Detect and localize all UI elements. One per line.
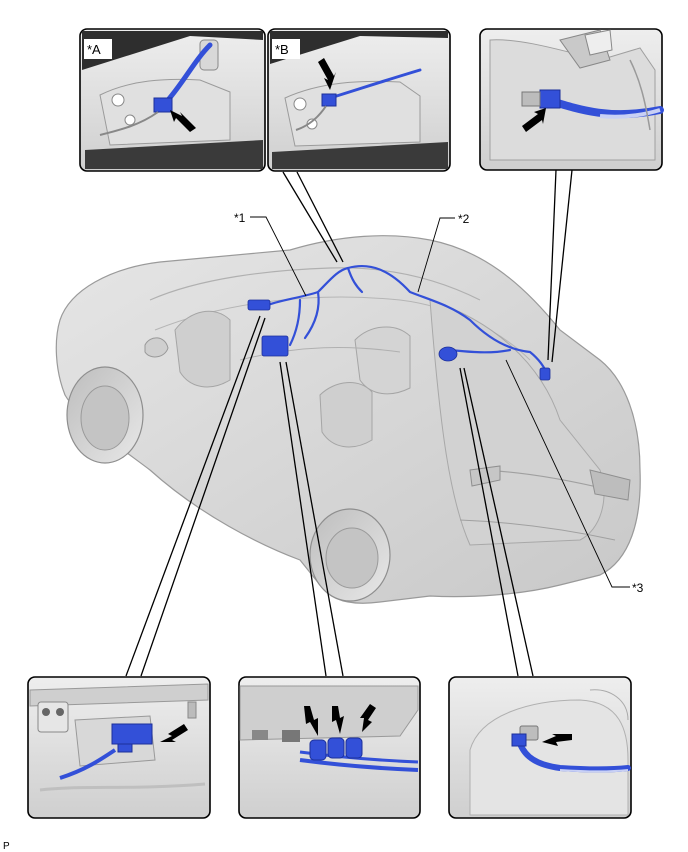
inset-a: *A [79,28,266,172]
callout-2: *2 [458,212,470,226]
pointer-arrow [318,58,336,90]
pointer-arrow [332,706,344,734]
leader-lines [125,169,573,677]
callout-3: *3 [632,581,644,595]
inset-ground-point [448,676,632,819]
pointer-arrow [170,110,196,132]
inset-b-tag: *B [275,42,289,57]
callout-leaders [250,216,630,588]
inset-rear-connector [479,28,664,171]
inset-dash-connector [27,676,211,819]
pointer-arrow [160,724,188,742]
inset-triple-connector [238,676,421,819]
pointer-arrow [542,734,572,746]
corner-mark: P [3,841,10,852]
pointer-arrow [522,108,546,132]
inset-b: *B [267,28,451,172]
inset-a-tag: *A [87,42,101,57]
pointer-arrow [360,704,376,732]
callout-1: *1 [234,211,246,225]
vehicle-illustration [55,235,641,604]
roof-wire-harness [263,264,550,378]
pointer-arrow [304,706,318,736]
harness-connectors [247,299,551,381]
